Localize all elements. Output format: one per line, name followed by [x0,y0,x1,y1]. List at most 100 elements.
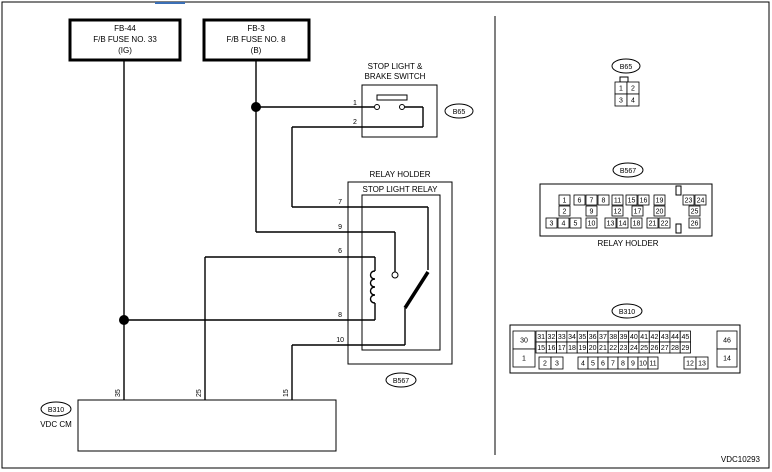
vdc-connector-label: B310 [48,407,64,414]
fuse-fb44: FB-44 F/B FUSE NO. 33 (IG) [68,18,182,62]
vdc-cm-module: 35 25 15 B310 VDC CM [40,389,337,452]
b567-pin-14-cell [616,217,629,229]
b567-pin-23: 23 [685,198,693,205]
b567-pin-19-cell [653,194,666,206]
b567-pin-25-cell [688,205,701,217]
relay-connector-label: B567 [393,378,409,385]
b65-pin-4: 4 [631,98,635,105]
relay-contact-point [391,271,399,279]
fuse-fb44-note: (IG) [118,46,132,55]
b567-pin-14: 14 [619,221,627,228]
b567-pin-11: 11 [614,198,621,205]
relay-pin-6-label: 6 [338,248,342,255]
relay-pin-7-label: 7 [338,199,342,206]
relay-inner [361,194,441,351]
vdc-pin-35: 35 [115,389,122,397]
b567-pin-18: 18 [633,221,641,228]
b567-pin-10: 10 [588,221,596,228]
b567-pin-4-cell [557,217,570,229]
b65-latch [619,76,629,83]
b567-pin-20-cell [653,205,666,217]
b310-pin-3: 3 [555,361,559,368]
b310-pin-13-cell [695,356,709,370]
b567-pin-19: 19 [656,198,664,205]
b567-pin-10-cell [585,217,598,229]
b310-pin-29: 29 [681,345,689,352]
fuse-fb3-name: F/B FUSE NO. 8 [226,35,286,44]
b567-pin-12-cell [611,205,624,217]
b567-pin-13: 13 [607,221,615,228]
b567-pin-20: 20 [656,209,664,216]
b567-pin-9-cell [585,205,598,217]
b65-pin-1: 1 [619,86,623,93]
b567-latch [675,185,682,196]
b567-pin-15: 15 [628,198,636,205]
b567-latch-lower [675,223,682,234]
b310-pin-9: 9 [631,361,635,368]
b310-pin-44: 44 [671,334,679,341]
switch-plunger [376,94,408,101]
b567-pin-9: 9 [590,209,594,216]
fuse-fb3-box [202,18,311,62]
vdc-pin-15: 15 [283,389,290,397]
switch-contact-1 [374,104,380,110]
b310-pin-23: 23 [620,345,628,352]
relay-holder-outer [347,181,453,365]
b567-pin-8: 8 [602,198,606,205]
b567-pin-8-cell [597,194,610,206]
b567-caption: RELAY HOLDER [597,239,658,248]
b310-pin-38: 38 [609,334,617,341]
b310-pin-34: 34 [568,334,576,341]
b310-pin-19: 19 [578,345,586,352]
b567-pin-7: 7 [590,198,594,205]
b567-pin-11-cell [611,194,624,206]
b310-pin-27: 27 [661,345,669,352]
b567-pin-6: 6 [578,198,582,205]
b310-pin-14: 14 [723,356,731,363]
fuse-fb3-note: (B) [251,46,262,55]
b310-pin-37: 37 [599,334,607,341]
b567-pin-6-cell [573,194,586,206]
b310-pin-42: 42 [651,334,659,341]
b567-pin-23-cell [682,194,695,206]
b567-pin-21-cell [646,217,659,229]
switch-connector-badge [444,103,474,119]
b310-pin-16: 16 [548,345,556,352]
b310-badge [611,303,643,319]
b310-pin-18: 18 [568,345,576,352]
b310-pin-1-cell [512,348,536,368]
b310-pin-10: 10 [639,361,647,368]
b567-pin-2-cell [558,205,571,217]
fuse-fb3-id: FB-3 [247,24,265,33]
b567-pin-17-cell [631,205,644,217]
b567-pin-4: 4 [562,221,566,228]
b567-pin-24-cell [694,194,707,206]
fuse-fb44-name: F/B FUSE NO. 33 [93,35,157,44]
b310-pin-45: 45 [681,334,689,341]
fuse-fb44-id: FB-44 [114,24,136,33]
b310-pin-26: 26 [651,345,659,352]
b310-label: B310 [619,309,635,316]
b567-pin-16: 16 [640,198,648,205]
b310-pin-5: 5 [591,361,595,368]
b310-pin-11-cell [647,356,659,370]
b65-pin-3: 3 [619,98,623,105]
b567-pin-1: 1 [563,198,567,205]
b310-pin-1: 1 [522,356,526,363]
b310-pin-33: 33 [558,334,566,341]
relay-switch-arm [403,271,430,309]
b567-badge [612,162,644,178]
stop-light-brake-switch: STOP LIGHT & BRAKE SWITCH 1 2 B65 [353,62,474,138]
vdc-cm-name: VDC CM [40,420,72,429]
b310-pin-2: 2 [543,361,547,368]
b567-pin-22: 22 [661,221,669,228]
b567-label: B567 [620,168,636,175]
b310-pin-7: 7 [611,361,615,368]
b310-pin-39: 39 [620,334,628,341]
b310-pin-17: 17 [558,345,566,352]
b567-pin-22-cell [658,217,671,229]
